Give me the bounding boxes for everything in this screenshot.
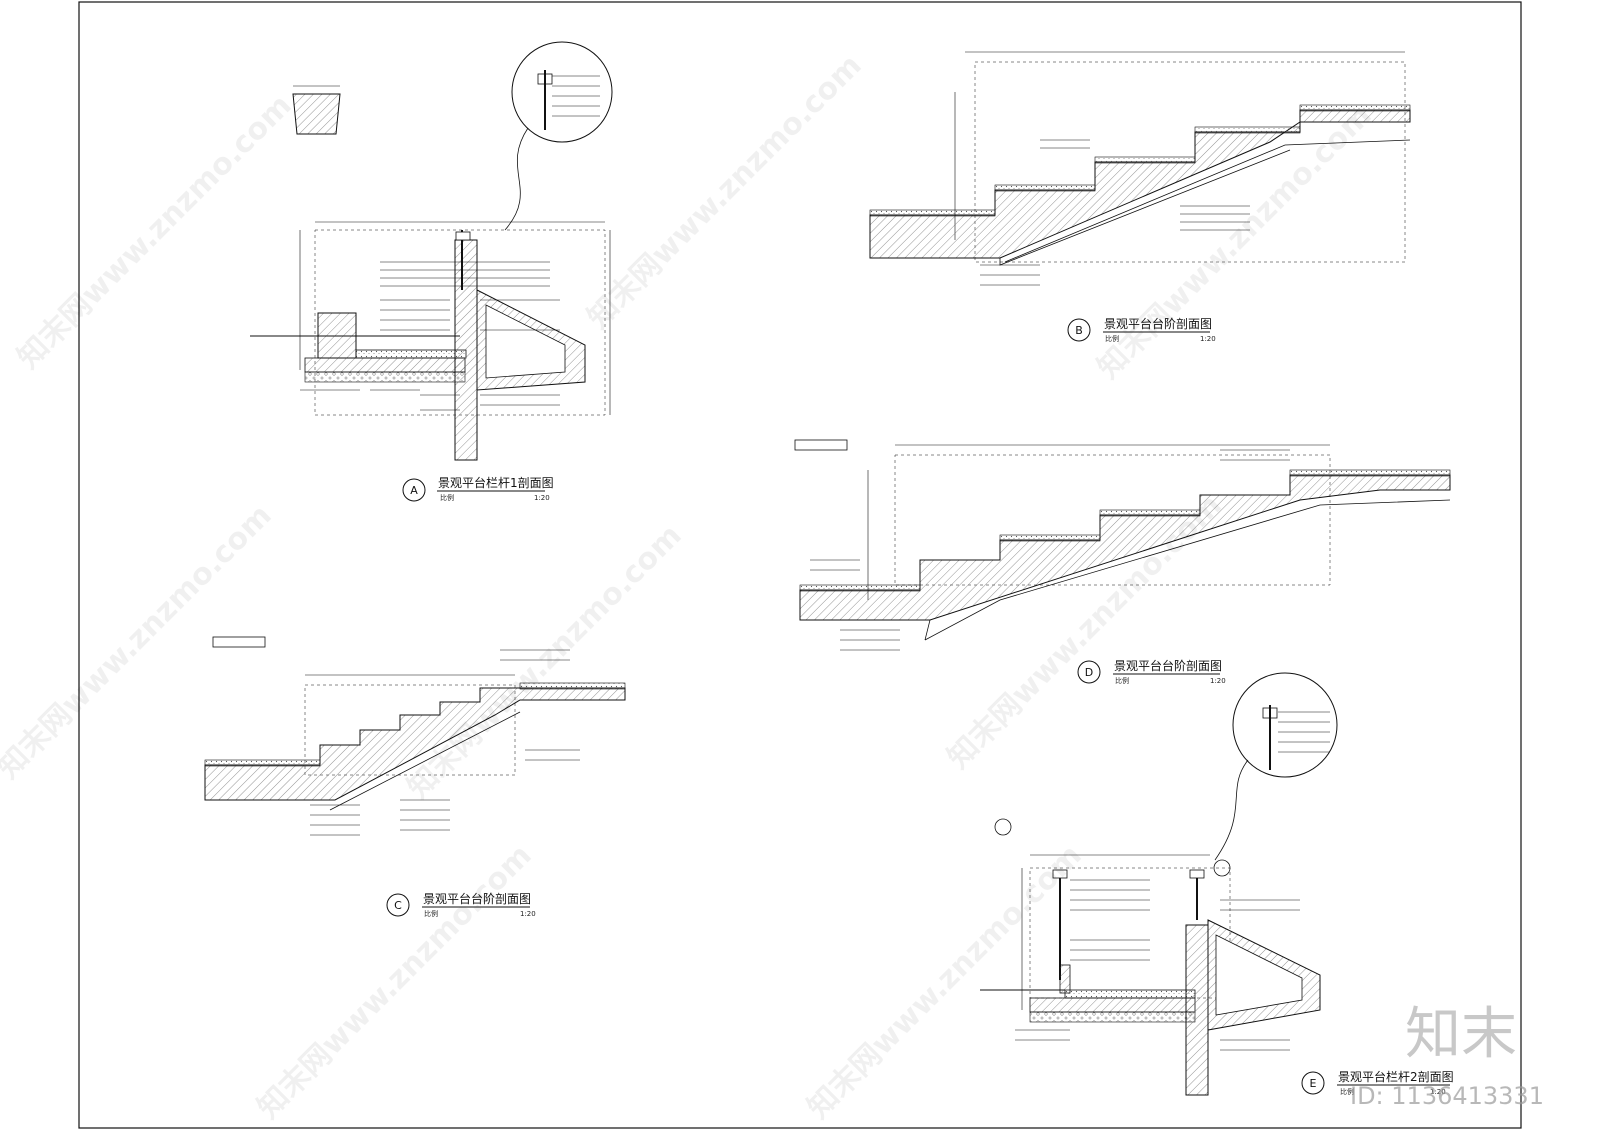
title-block-c: C 景观平台台阶剖面图 比例 1:20 xyxy=(386,891,536,918)
scale-d: 1:20 xyxy=(1210,677,1226,685)
brand-watermark: 知末 xyxy=(1405,1002,1517,1067)
scale-label-e: 比例 xyxy=(1340,1087,1354,1096)
title-a: 景观平台栏杆1剖面图 xyxy=(438,475,554,490)
scale-a: 1:20 xyxy=(534,494,550,502)
title-block-b: B 景观平台台阶剖面图 比例 1:20 xyxy=(1067,316,1216,343)
watermark-text: 知末网www.znzmo.com xyxy=(941,488,1229,776)
title-d: 景观平台台阶剖面图 xyxy=(1114,658,1222,673)
title-block-d: D 景观平台台阶剖面图 比例 1:20 xyxy=(1077,658,1226,685)
scale-label-d: 比例 xyxy=(1115,676,1129,685)
watermark-text: 知末网www.znzmo.com xyxy=(11,88,299,376)
tag-e: E xyxy=(1310,1077,1317,1090)
scale-label-a: 比例 xyxy=(440,493,454,502)
drawing-e: E 景观平台栏杆2剖面图 比例 1:20 xyxy=(980,672,1454,1096)
scale-label-c: 比例 xyxy=(424,909,438,918)
scale-b: 1:20 xyxy=(1200,335,1216,343)
section-a-lines xyxy=(250,221,611,461)
watermark-text: 知末网www.znzmo.com xyxy=(801,838,1089,1126)
watermark-text: 知末网www.znzmo.com xyxy=(401,518,689,806)
drawing-d: D 景观平台台阶剖面图 比例 1:20 xyxy=(794,439,1451,685)
scale-label-b: 比例 xyxy=(1105,334,1119,343)
drawing-c: C 景观平台台阶剖面图 比例 1:20 xyxy=(204,636,626,918)
id-watermark: ID: 1136413331 xyxy=(1350,1082,1544,1110)
watermark-text: 知末网www.znzmo.com xyxy=(581,48,869,336)
title-block-a: A 景观平台栏杆1剖面图 比例 1:20 xyxy=(402,475,554,502)
drawing-a: A 景观平台栏杆1剖面图 比例 1:20 xyxy=(250,41,613,502)
tag-a: A xyxy=(410,484,418,497)
title-e: 景观平台栏杆2剖面图 xyxy=(1338,1069,1454,1084)
tag-d: D xyxy=(1085,666,1093,679)
drawing-b: B 景观平台台阶剖面图 比例 1:20 xyxy=(869,51,1411,343)
scale-e: 1:20 xyxy=(1430,1088,1446,1096)
title-block-e: E 景观平台栏杆2剖面图 比例 1:20 xyxy=(1301,1069,1454,1096)
coping-block-profile xyxy=(292,85,341,135)
tag-c: C xyxy=(394,899,402,912)
watermark-text: 知末网www.znzmo.com xyxy=(251,838,539,1126)
detail-bubble-e xyxy=(1214,672,1338,861)
sheet-border xyxy=(78,1,1522,1129)
title-c: 景观平台台阶剖面图 xyxy=(423,891,531,906)
watermark-text: 知末网www.znzmo.com xyxy=(0,498,279,786)
tag-b: B xyxy=(1075,324,1083,337)
scale-c: 1:20 xyxy=(520,910,536,918)
detail-bubble-a xyxy=(504,41,613,231)
watermarks: 知末网www.znzmo.com 知末网www.znzmo.com 知末网www… xyxy=(0,48,1379,1126)
title-b: 景观平台台阶剖面图 xyxy=(1104,316,1212,331)
